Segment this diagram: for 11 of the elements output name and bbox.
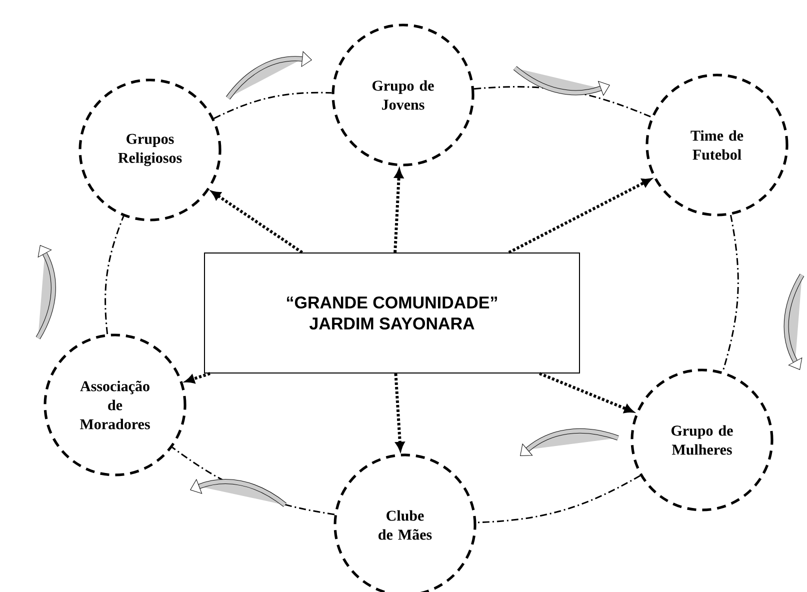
arrow — [185, 372, 210, 384]
arrow — [394, 373, 404, 451]
connector-line — [722, 214, 739, 372]
connector-line — [214, 92, 332, 120]
arrow — [508, 178, 652, 254]
arrow — [211, 190, 304, 254]
arrow — [538, 372, 634, 413]
connector-line — [104, 216, 124, 334]
arrow — [394, 169, 404, 253]
title-box: “GRANDE COMUNIDADE” JARDIM SAYONARA — [204, 252, 580, 374]
connector-line — [476, 474, 641, 524]
